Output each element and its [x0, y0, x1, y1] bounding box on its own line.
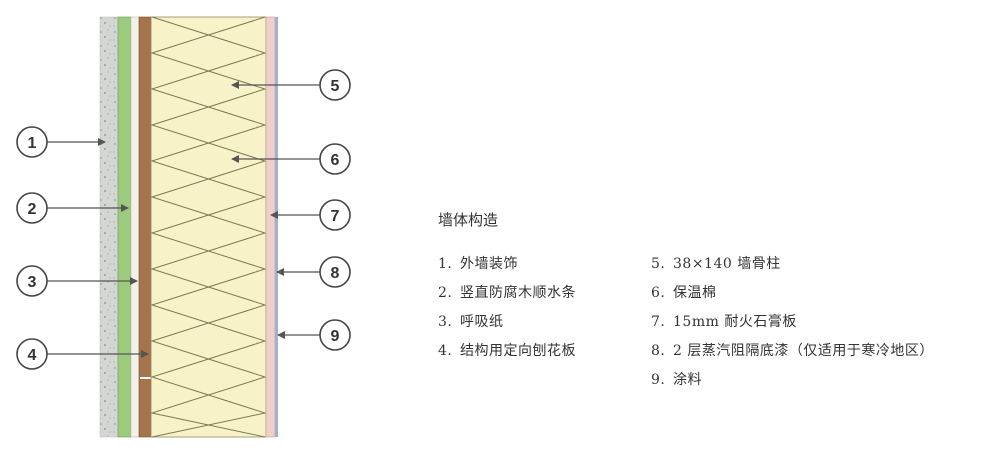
- callout-7: 7: [270, 199, 351, 231]
- legend-item-text: 呼吸纸: [460, 314, 504, 330]
- legend-item-text: 38×140 墙骨柱: [673, 256, 781, 272]
- callout-9-label: 9: [331, 328, 340, 345]
- callout-2-label: 2: [28, 201, 37, 218]
- insulation-zigzag-line: [150, 16, 267, 438]
- legend-item-5: 5. 38×140 墙骨柱: [651, 253, 781, 273]
- legend-item-7: 7. 15mm 耐火石膏板: [651, 311, 797, 331]
- legend-item-3: 3. 呼吸纸: [438, 311, 504, 331]
- legend-item-9: 9. 涂料: [651, 369, 702, 389]
- legend-item-text: 外墙装饰: [460, 256, 518, 272]
- legend-title: 墙体构造: [438, 211, 499, 229]
- callout-9: 9: [277, 319, 351, 351]
- callout-group: 1 2 3 4 5 6 7: [16, 69, 351, 370]
- legend-item-text: 涂料: [673, 372, 702, 388]
- callout-6-label: 6: [331, 152, 340, 169]
- insulation-pattern: [150, 16, 267, 438]
- legend-item-number: 3.: [438, 314, 453, 330]
- callout-4: 4: [16, 338, 149, 370]
- legend-item-number: 2.: [438, 285, 453, 301]
- callout-5-label: 5: [331, 78, 340, 95]
- legend-item-2: 2. 竖直防腐木顺水条: [438, 282, 576, 302]
- legend-item-text: 结构用定向刨花板: [460, 343, 576, 359]
- legend-item-8: 8. 2 层蒸汽阻隔底漆（仅适用于寒冷地区）: [651, 340, 934, 360]
- legend-item-number: 5.: [651, 256, 666, 272]
- callout-1: 1: [16, 126, 106, 158]
- callout-6: 6: [231, 143, 351, 175]
- legend-item-1: 1. 外墙装饰: [438, 253, 518, 273]
- legend-item-number: 1.: [438, 256, 453, 272]
- legend-item-number: 9.: [651, 372, 666, 388]
- legend-item-text: 15mm 耐火石膏板: [673, 314, 797, 330]
- legend-item-text: 2 层蒸汽阻隔底漆（仅适用于寒冷地区）: [673, 343, 934, 359]
- legend-item-text: 保温棉: [673, 285, 717, 301]
- callout-8-label: 8: [331, 265, 340, 282]
- callout-8: 8: [276, 256, 351, 288]
- callout-2: 2: [16, 192, 129, 224]
- callout-7-label: 7: [331, 208, 340, 225]
- legend-item-number: 7.: [651, 314, 666, 330]
- callout-3: 3: [16, 265, 138, 297]
- legend-item-number: 4.: [438, 343, 453, 359]
- legend-item-text: 竖直防腐木顺水条: [460, 285, 576, 301]
- legend-item-6: 6. 保温棉: [651, 282, 717, 302]
- legend-item-4: 4. 结构用定向刨花板: [438, 340, 576, 360]
- callout-5: 5: [231, 69, 351, 101]
- legend-item-number: 8.: [651, 343, 666, 359]
- callout-3-label: 3: [28, 274, 37, 291]
- paint-layer: [275, 17, 278, 437]
- callout-1-label: 1: [28, 135, 37, 152]
- legend-item-number: 6.: [651, 285, 666, 301]
- insulation-zigzag-line: [150, 16, 267, 438]
- callout-4-label: 4: [28, 347, 37, 364]
